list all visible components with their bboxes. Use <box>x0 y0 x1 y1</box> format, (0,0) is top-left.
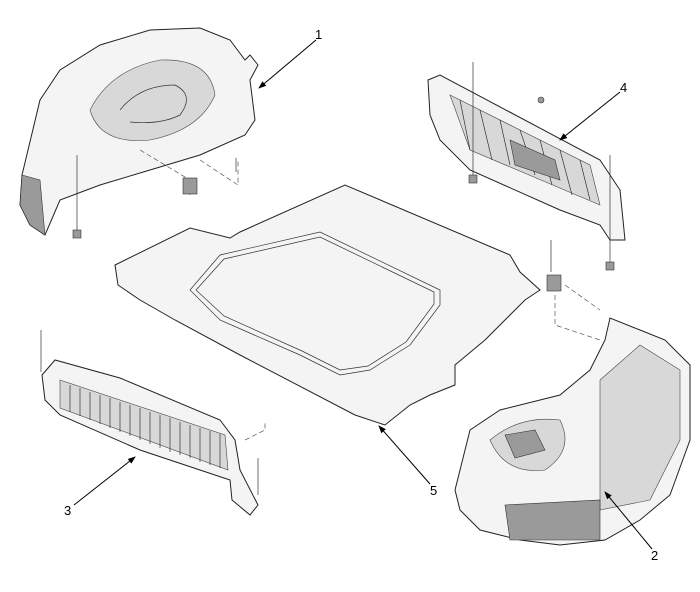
callout-3: 3 <box>64 503 72 518</box>
callout-2: 2 <box>651 548 659 563</box>
right-side-trim-part <box>454 240 691 546</box>
trunk-sill-plate-part <box>40 330 266 516</box>
callout-4: 4 <box>620 80 628 95</box>
leader-3 <box>73 456 136 506</box>
rear-panel-trim-part <box>427 62 626 271</box>
callout-5: 5 <box>430 483 438 498</box>
left-side-trim-part <box>19 27 259 239</box>
leader-5 <box>378 425 431 485</box>
callout-1: 1 <box>315 27 323 42</box>
luggage-floor-mat-part <box>114 184 541 426</box>
leader-4 <box>559 91 621 141</box>
leader-2 <box>604 491 653 550</box>
leader-1 <box>258 39 317 89</box>
